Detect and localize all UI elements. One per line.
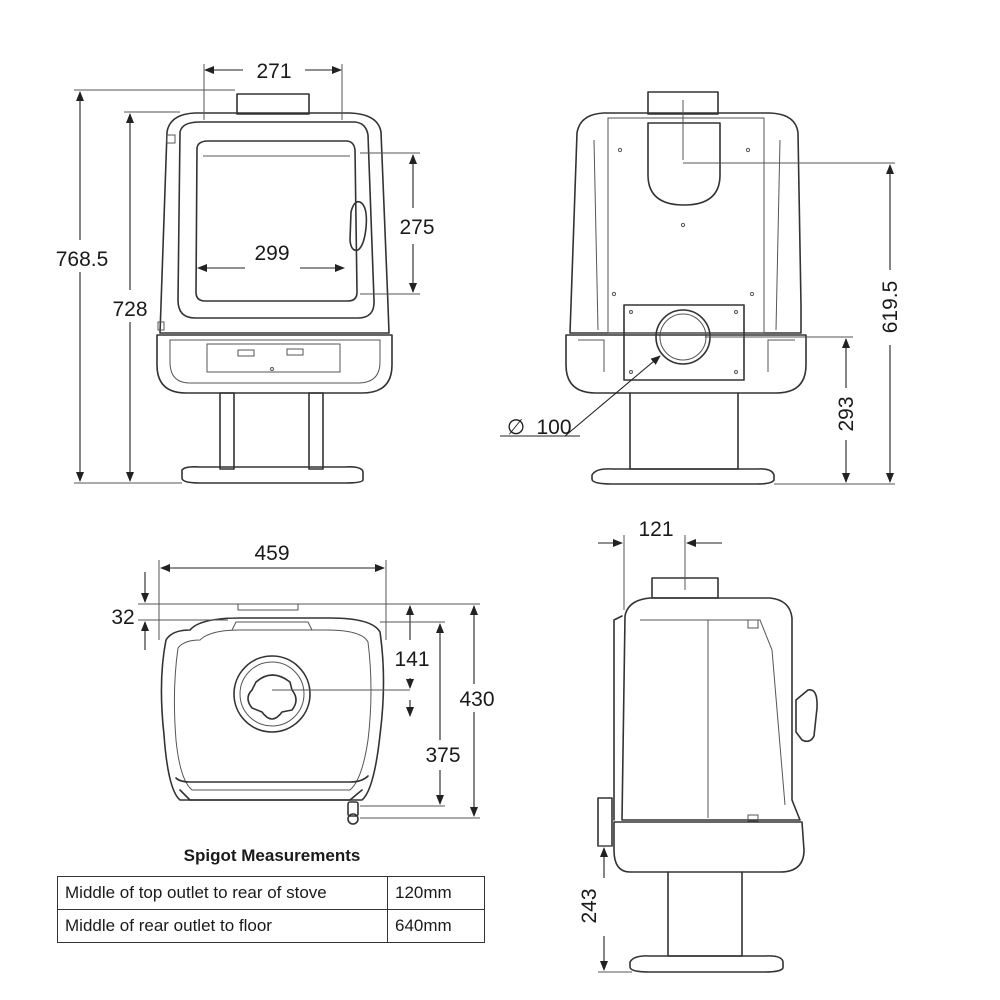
dim-glass-width: 299 [254, 242, 289, 265]
dim-spigot-height: 293 [835, 396, 858, 431]
table-row: Middle of rear outlet to floor 640mm [57, 909, 485, 943]
dim-outlet-from-rear: 141 [394, 648, 429, 671]
diameter-symbol-icon: ∅ [507, 416, 525, 439]
side-handle-icon [795, 689, 818, 743]
side-plinth [629, 955, 784, 973]
top-body [160, 617, 385, 801]
front-glass [195, 140, 358, 302]
front-plinth [181, 466, 364, 484]
front-ash-section [156, 334, 393, 394]
dim-top-width: 459 [254, 542, 289, 565]
dim-outlet-offset: 121 [638, 518, 673, 541]
spigot-row-value: 120mm [387, 876, 485, 910]
side-rear-spigot [597, 797, 613, 847]
rear-ash-section [565, 334, 807, 394]
dim-overall-height: 768.5 [56, 248, 109, 271]
rear-view: 619.5 293 ∅ 100 [500, 91, 902, 485]
top-view: 459 32 141 430 375 [111, 542, 495, 825]
spigot-row-label: Middle of top outlet to rear of stove [57, 876, 388, 910]
dim-rear-offset: 32 [111, 606, 134, 629]
spigot-measurements: Spigot Measurements Middle of top outlet… [57, 846, 487, 943]
table-row: Middle of top outlet to rear of stove 12… [57, 876, 485, 910]
spigot-row-label: Middle of rear outlet to floor [57, 909, 388, 943]
dim-body-height: 728 [112, 298, 147, 321]
dim-depth-overall: 430 [459, 688, 494, 711]
rear-spigot-plate [623, 304, 745, 381]
dim-pedestal-height: 243 [578, 888, 601, 923]
rear-top-outlet-cover [647, 122, 721, 206]
top-outlet-baffle [247, 674, 297, 720]
dim-glass-height: 275 [399, 216, 434, 239]
spigot-title: Spigot Measurements [183, 846, 361, 865]
front-body [159, 112, 390, 334]
dim-depth-body: 375 [425, 744, 460, 767]
side-view: 121 243 [578, 518, 818, 973]
top-handle-knob-icon [347, 813, 359, 825]
top-outlet [233, 655, 311, 733]
dim-top-outlet-width: 271 [256, 60, 291, 83]
dim-rear-outlet-height: 619.5 [879, 281, 902, 334]
side-body [621, 597, 801, 821]
rear-plinth [591, 468, 775, 485]
dim-flue-diameter: 100 [536, 416, 571, 439]
spigot-row-value: 640mm [387, 909, 485, 943]
front-door [177, 121, 375, 319]
door-handle-icon [349, 200, 368, 252]
rear-body [569, 112, 802, 334]
air-control-panel [206, 343, 341, 373]
front-flue-collar [236, 93, 310, 115]
rear-spigot [655, 309, 711, 365]
spigot-table: Middle of top outlet to rear of stove 12… [57, 876, 485, 943]
side-ash-section [613, 821, 805, 873]
front-view: 271 768.5 728 275 299 [56, 60, 435, 484]
